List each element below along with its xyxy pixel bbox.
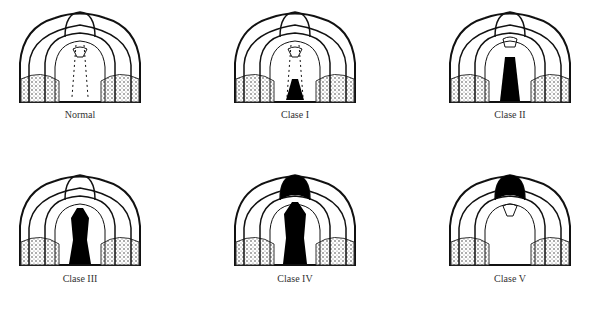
larynx-class-5 <box>450 175 570 265</box>
panel-label: Clase III <box>63 273 98 285</box>
panel-label: Clase V <box>494 273 526 285</box>
panel-label: Clase I <box>281 109 309 121</box>
panel-label: Clase II <box>494 109 525 121</box>
larynx-normal <box>20 12 140 102</box>
larynx-class-1 <box>235 12 355 102</box>
panel-label: Clase IV <box>277 273 312 285</box>
larynx-class-2 <box>450 12 570 102</box>
larynx-class-4 <box>235 175 355 265</box>
panel-label: Normal <box>65 109 96 121</box>
larynx-class-3 <box>20 175 140 265</box>
